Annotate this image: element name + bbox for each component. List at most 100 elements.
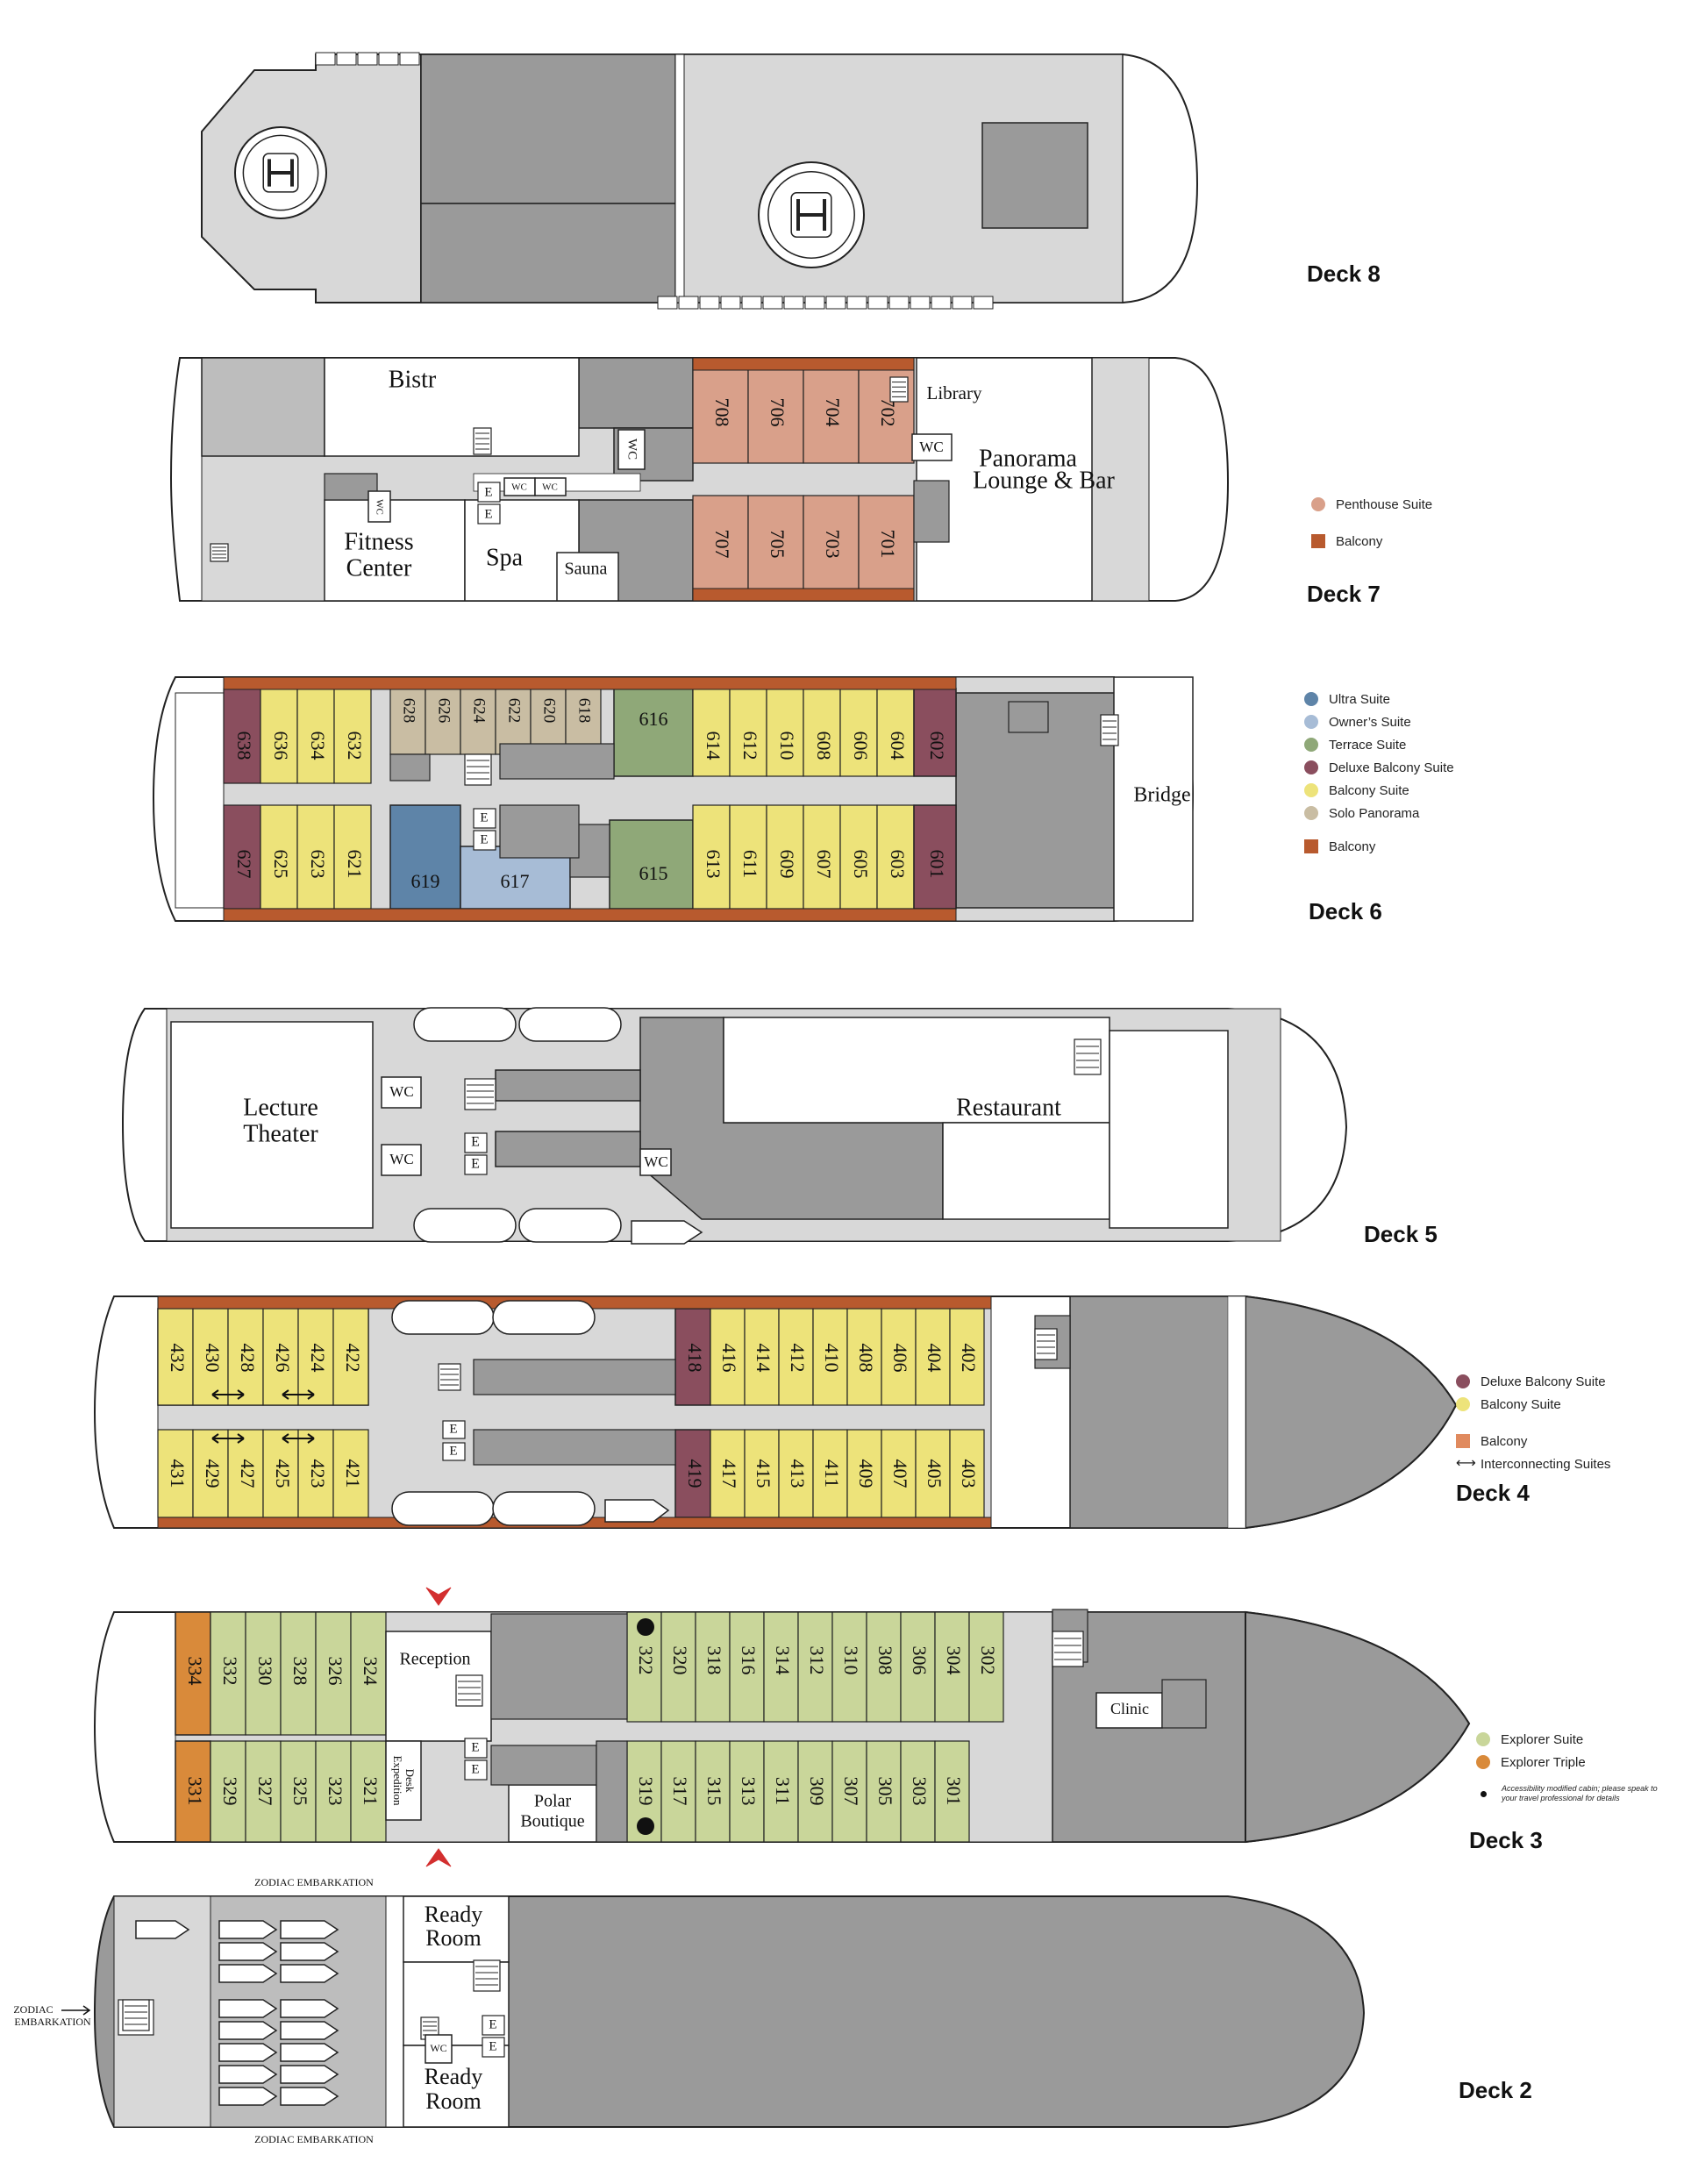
zodiac-icon: [218, 1964, 278, 1983]
zodiac-icon: [280, 2065, 339, 2084]
deck-8-rail-block: [804, 296, 825, 310]
cabin-number: 636: [270, 732, 292, 760]
deck-6-cabin: [333, 804, 372, 910]
elevator-icon: [473, 808, 496, 829]
cabin-number: 316: [738, 1646, 760, 1675]
balcony-suite-swatch: [1304, 783, 1318, 797]
wc-label: WC: [644, 1153, 667, 1170]
deck-8-rail-block: [846, 296, 867, 310]
elevator-label: E: [484, 507, 492, 521]
penthouse-suite-cabin: [803, 495, 860, 602]
cabin-number: 708: [711, 398, 733, 427]
deck-5-label: Deck 5: [1364, 1221, 1438, 1247]
elevator-label: E: [449, 1422, 457, 1436]
elevator-label: E: [471, 1135, 480, 1150]
balcony-suite-cabin: [744, 1308, 780, 1406]
restaurant-label: Restaurant: [956, 1094, 1061, 1121]
deck-8-rail-block: [678, 296, 699, 310]
cabin-number: 701: [877, 530, 899, 559]
penthouse-suite-swatch: [1311, 497, 1325, 511]
legend-label: Solo Panorama: [1329, 805, 1420, 821]
elevator-icon: [442, 1420, 466, 1439]
legend-label: Explorer Triple: [1501, 1754, 1586, 1770]
cabin-number: 328: [289, 1657, 311, 1686]
zodiac-icon: [604, 1499, 670, 1523]
cabin-number: 417: [718, 1460, 740, 1488]
elevator-icon: [464, 1738, 488, 1759]
deck-8-rail-block: [336, 52, 357, 66]
cabin-number: 702: [877, 398, 899, 427]
cabin-number: 330: [254, 1657, 276, 1686]
wc-area: [617, 429, 646, 470]
wc-label: WC: [389, 1083, 413, 1100]
legend-item: Ultra Suite: [1304, 688, 1454, 710]
deck-6-cabin: [260, 804, 298, 910]
zodiac-icon: [280, 2021, 339, 2040]
elevator-icon: [464, 1759, 488, 1781]
cabin-number: 602: [926, 732, 948, 760]
deck-8-divider: [674, 54, 685, 303]
cabin-number: 315: [703, 1777, 725, 1806]
ready-room-label: Ready: [425, 1902, 482, 1927]
cabin-number: 430: [202, 1344, 224, 1373]
legend-label: Penthouse Suite: [1336, 496, 1433, 512]
stairs-icon: [889, 376, 909, 403]
service-area: [473, 1359, 676, 1395]
deck-8-hangar: [420, 203, 676, 303]
cabin-number: 628: [400, 698, 418, 724]
elevator-icon: [464, 1132, 488, 1153]
balcony-strip: [692, 357, 915, 371]
embarkation-arrow-icon: [61, 2005, 91, 2016]
fitness-center-area: [324, 499, 466, 602]
balcony-suite-cabin: [192, 1429, 229, 1518]
embarkation-arrow-icon: [425, 1848, 452, 1867]
penthouse-suite-cabin: [747, 357, 804, 464]
explorer-suite-cabin: [280, 1740, 317, 1843]
service-area: [1161, 1679, 1207, 1729]
lifeboat-icon: [391, 1491, 495, 1526]
legend-deck3: Explorer Suite Explorer Triple Accessibi…: [1476, 1728, 1668, 1807]
elevator-label: E: [471, 1157, 480, 1172]
cabin-number: 634: [307, 732, 329, 760]
explorer-suite-cabin: [866, 1611, 902, 1723]
deck-8-rail-block: [378, 52, 399, 66]
deck-8-rail-block: [762, 296, 783, 310]
deck-6-cabin: [223, 804, 261, 910]
legend-label: Terrace Suite: [1329, 737, 1407, 753]
balcony-swatch: [1311, 534, 1325, 548]
zodiac-icon: [218, 2087, 278, 2106]
legend-item: Owner’s Suite: [1304, 710, 1454, 733]
panorama-lounge-label: Lounge & Bar: [973, 467, 1115, 494]
balcony-suite-cabin: [839, 688, 878, 777]
elevator-label: E: [471, 1740, 479, 1754]
stairs-icon: [210, 543, 229, 562]
cabin-number: 309: [806, 1777, 828, 1806]
ready-room-area: [403, 1895, 510, 1963]
stairs-icon: [473, 427, 492, 455]
zodiac-icon: [218, 1999, 278, 2018]
zodiac-icon: [280, 2087, 339, 2106]
explorer-suite-cabin: [900, 1740, 936, 1843]
elevator-label: E: [489, 2017, 496, 2031]
cabin-number: 609: [776, 850, 798, 879]
reception-label: Reception: [399, 1650, 470, 1669]
balcony-suite-cabin: [332, 1429, 369, 1518]
penthouse-suite-cabin: [858, 495, 915, 602]
zodiac-icon: [218, 2021, 278, 2040]
cabin-number: 320: [669, 1646, 691, 1675]
zodiac-embarkation-label: ZODIAC EMBARKATION: [254, 2133, 374, 2145]
cabin-number: 310: [840, 1646, 862, 1675]
balcony-swatch: [1456, 1434, 1470, 1448]
cabin-number: 601: [926, 850, 948, 879]
explorer-triple-cabin: [175, 1611, 211, 1736]
wc-area: [381, 1144, 422, 1176]
polar-boutique-label: Boutique: [520, 1812, 584, 1831]
penthouse-suite-cabin: [692, 357, 749, 464]
library-label: Library: [927, 382, 982, 403]
cabin-number: 626: [435, 698, 453, 724]
balcony-suite-cabin: [915, 1308, 951, 1406]
wc-area: [367, 490, 391, 523]
service-area: [473, 1429, 676, 1466]
cabin-number: 303: [909, 1777, 931, 1806]
cabin-number: 422: [342, 1344, 364, 1373]
